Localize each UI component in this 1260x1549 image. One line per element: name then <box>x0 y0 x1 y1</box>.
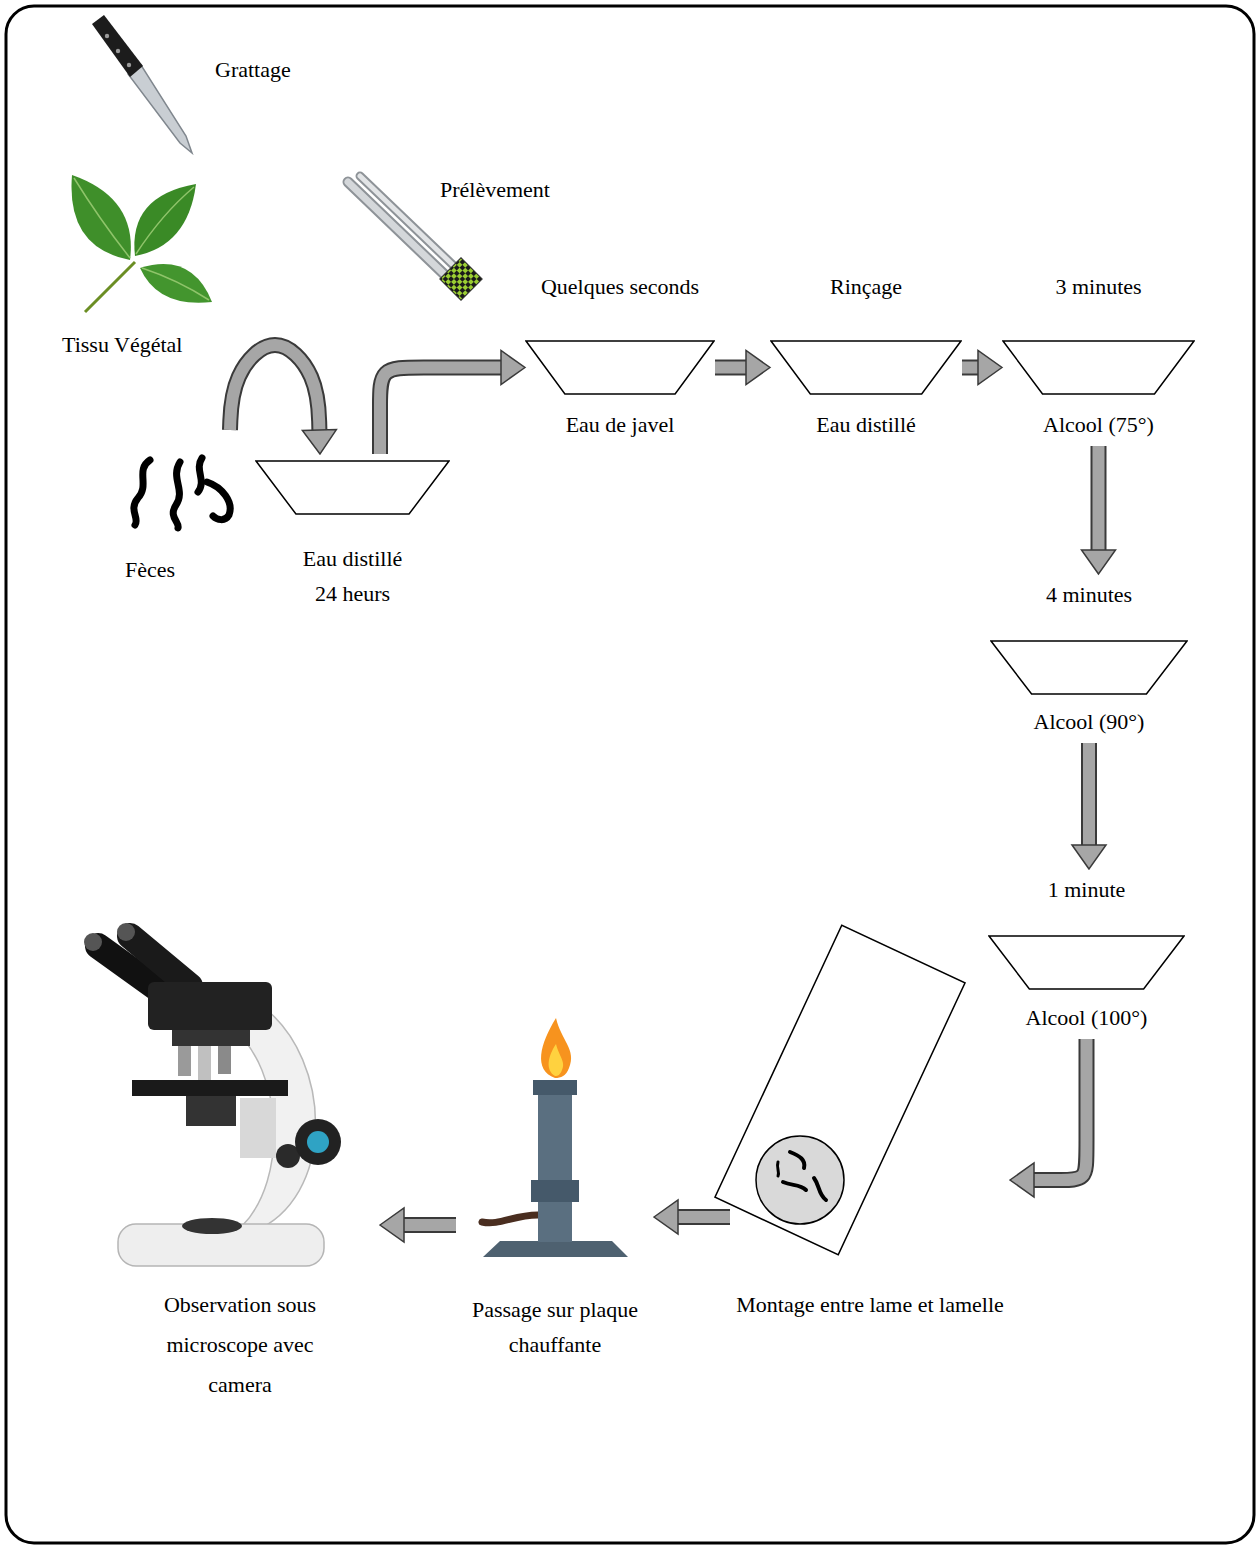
node-label: Quelques seconds <box>541 272 699 302</box>
arrow-body <box>403 1219 456 1231</box>
node-label: Eau distillé 24 heurs <box>294 541 412 611</box>
tray-holder <box>990 640 1188 695</box>
node-label: Alcool (100°) <box>1026 1003 1148 1033</box>
bath-tray: 4 minutesAlcool (90°) <box>990 574 1188 743</box>
arrow-outline <box>1081 743 1097 846</box>
tray-holder <box>1002 340 1195 395</box>
bath-tray: RinçageEau distillé <box>770 266 962 446</box>
picture-space <box>730 890 1010 1290</box>
step-label: Grattage <box>215 55 291 85</box>
node-label: Alcool (90°) <box>1034 707 1145 737</box>
tray-shape <box>990 640 1188 695</box>
tray-shape <box>1002 340 1195 395</box>
arrow-outline <box>380 368 502 455</box>
flow-arrow <box>1082 446 1116 574</box>
node-label: Prélèvement <box>440 175 550 205</box>
arrow-head <box>1072 845 1106 869</box>
step-label: Tissu Végétal <box>62 330 182 360</box>
arrow-head <box>1010 1163 1034 1197</box>
node-label: Eau distillé <box>816 410 916 440</box>
tray-outline <box>991 641 1187 694</box>
slide-node: Montage entre lame et lamelle <box>730 890 1010 1320</box>
arrow-body <box>962 362 979 374</box>
page-frame <box>6 6 1254 1543</box>
arrow-outline <box>962 360 979 376</box>
flow-arrow <box>380 351 525 455</box>
node-label: Tissu Végétal <box>62 330 182 360</box>
node-label: Passage sur plaque chauffante <box>460 1292 650 1362</box>
arrow-head <box>302 430 336 454</box>
node-label: 3 minutes <box>1055 272 1141 302</box>
arrow-body <box>1083 743 1095 846</box>
arrow-outline <box>677 1209 730 1225</box>
arrow-outline <box>1033 1039 1087 1180</box>
tray-holder <box>255 460 450 515</box>
bath-tray: Eau distillé 24 heurs <box>255 454 450 617</box>
arrow-head <box>978 351 1002 385</box>
flow-arrow <box>1072 743 1106 869</box>
arrow-outline <box>1091 446 1107 551</box>
bath-tray: 3 minutesAlcool (75°) <box>1002 266 1195 446</box>
flow-arrow <box>715 351 770 385</box>
picture-space <box>100 430 245 555</box>
tray-outline <box>256 461 449 514</box>
arrow-body <box>715 362 747 374</box>
flow-arrow <box>962 351 1002 385</box>
flow-arrow <box>230 345 336 454</box>
arrow-body <box>1093 446 1105 551</box>
arrow-body <box>230 345 319 431</box>
node-label: 4 minutes <box>1046 580 1132 610</box>
burner-node: Passage sur plaque chauffante <box>456 1015 654 1362</box>
arrow-body <box>380 368 502 455</box>
node-label: Montage entre lame et lamelle <box>736 1290 1004 1320</box>
node-label: Eau de javel <box>566 410 675 440</box>
arrow-head <box>746 351 770 385</box>
tray-holder <box>525 340 715 395</box>
burner-icon <box>482 1018 628 1257</box>
sample-node: Fèces <box>100 430 245 585</box>
arrow-outline <box>715 360 747 376</box>
bath-tray: 1 minuteAlcool (100°) <box>988 869 1185 1039</box>
leaf-icon <box>71 175 212 312</box>
microscope-icon <box>84 923 341 1266</box>
feces-icon <box>134 458 230 528</box>
flow-arrow <box>654 1200 730 1234</box>
arrow-head <box>1082 550 1116 574</box>
tray-shape <box>988 935 1185 990</box>
arrow-outline <box>403 1217 456 1233</box>
node-label: Alcool (75°) <box>1043 410 1154 440</box>
node-label: Grattage <box>215 55 291 85</box>
tray-outline <box>989 936 1184 989</box>
knife-icon <box>92 15 192 153</box>
node-label: Fèces <box>125 555 175 585</box>
arrow-outline <box>230 345 319 431</box>
node-label: Rinçage <box>830 272 902 302</box>
flow-arrow <box>380 1208 456 1242</box>
arrow-head <box>380 1208 404 1242</box>
arrow-body <box>1033 1039 1087 1180</box>
picture-space <box>456 1015 654 1292</box>
node-label: Observation sous microscope avec camera <box>145 1285 335 1405</box>
tray-outline <box>771 341 961 394</box>
picture-space <box>100 915 380 1285</box>
microscope-node: Observation sous microscope avec camera <box>100 915 380 1405</box>
tray-holder <box>770 340 962 395</box>
arrow-head <box>501 351 525 385</box>
tray-outline <box>1003 341 1194 394</box>
slide-icon <box>715 925 965 1254</box>
tray-shape <box>255 460 450 515</box>
arrow-head <box>654 1200 678 1234</box>
bath-tray: Quelques secondsEau de javel <box>525 266 715 446</box>
tray-shape <box>525 340 715 395</box>
tray-outline <box>526 341 714 394</box>
tray-holder <box>988 935 1185 990</box>
node-label: 1 minute <box>1048 875 1126 905</box>
arrow-body <box>677 1211 730 1223</box>
flow-arrow <box>1010 1039 1087 1197</box>
step-label: Prélèvement <box>440 175 550 205</box>
tray-shape <box>770 340 962 395</box>
